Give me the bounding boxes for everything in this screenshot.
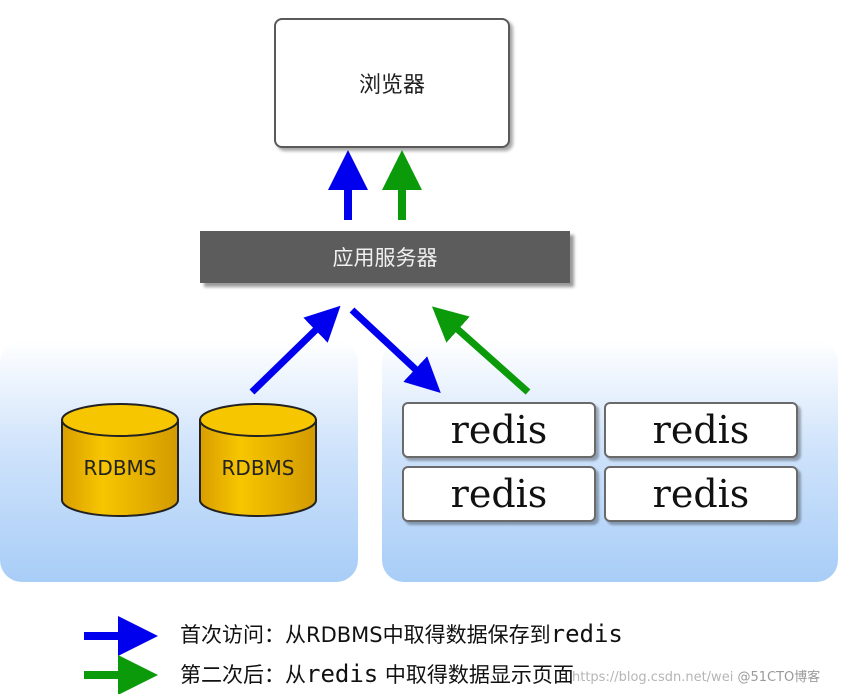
legend-second-visit-redis: redis (306, 660, 379, 688)
watermark-brand: @51CTO博客 (737, 670, 821, 685)
legend-second-visit: 第二次后：从redis 中取得数据显示页面 (180, 659, 574, 689)
database-label-1: RDBMS (83, 456, 157, 480)
redis-node-4: redis (604, 466, 798, 522)
app-server-label: 应用服务器 (332, 246, 438, 270)
database-cylinder-1 (61, 403, 179, 517)
browser-label: 浏览器 (358, 73, 425, 98)
database-label-2: RDBMS (221, 456, 295, 480)
blue-arrow-rdbms-to-server (249, 305, 341, 395)
browser-box: 浏览器 (274, 18, 510, 148)
legend-second-visit-suffix: 中取得数据显示页面 (378, 663, 574, 687)
legend-first-visit-text: 首次访问：从RDBMS中取得数据保存到 (180, 623, 551, 647)
legend-first-visit: 首次访问：从RDBMS中取得数据保存到redis (180, 619, 623, 649)
legend-second-visit-prefix: 第二次后：从 (180, 663, 306, 687)
database-cylinder-2 (199, 403, 317, 517)
legend-first-visit-redis: redis (550, 620, 623, 648)
redis-node-1: redis (402, 402, 596, 458)
redis-panel (382, 340, 838, 582)
redis-node-2: redis (604, 402, 798, 458)
watermark: https://blog.csdn.net/wei @51CTO博客 (572, 666, 820, 685)
redis-node-label: redis (652, 472, 750, 516)
app-server-bar: 应用服务器 (200, 231, 570, 283)
blue-arrow-server-to-redis (349, 307, 441, 393)
redis-node-3: redis (402, 466, 596, 522)
redis-node-label: redis (652, 408, 750, 452)
redis-node-label: redis (450, 472, 548, 516)
redis-node-label: redis (450, 408, 548, 452)
watermark-url: https://blog.csdn.net/wei (572, 670, 734, 685)
green-arrow-redis-to-server (431, 306, 531, 395)
